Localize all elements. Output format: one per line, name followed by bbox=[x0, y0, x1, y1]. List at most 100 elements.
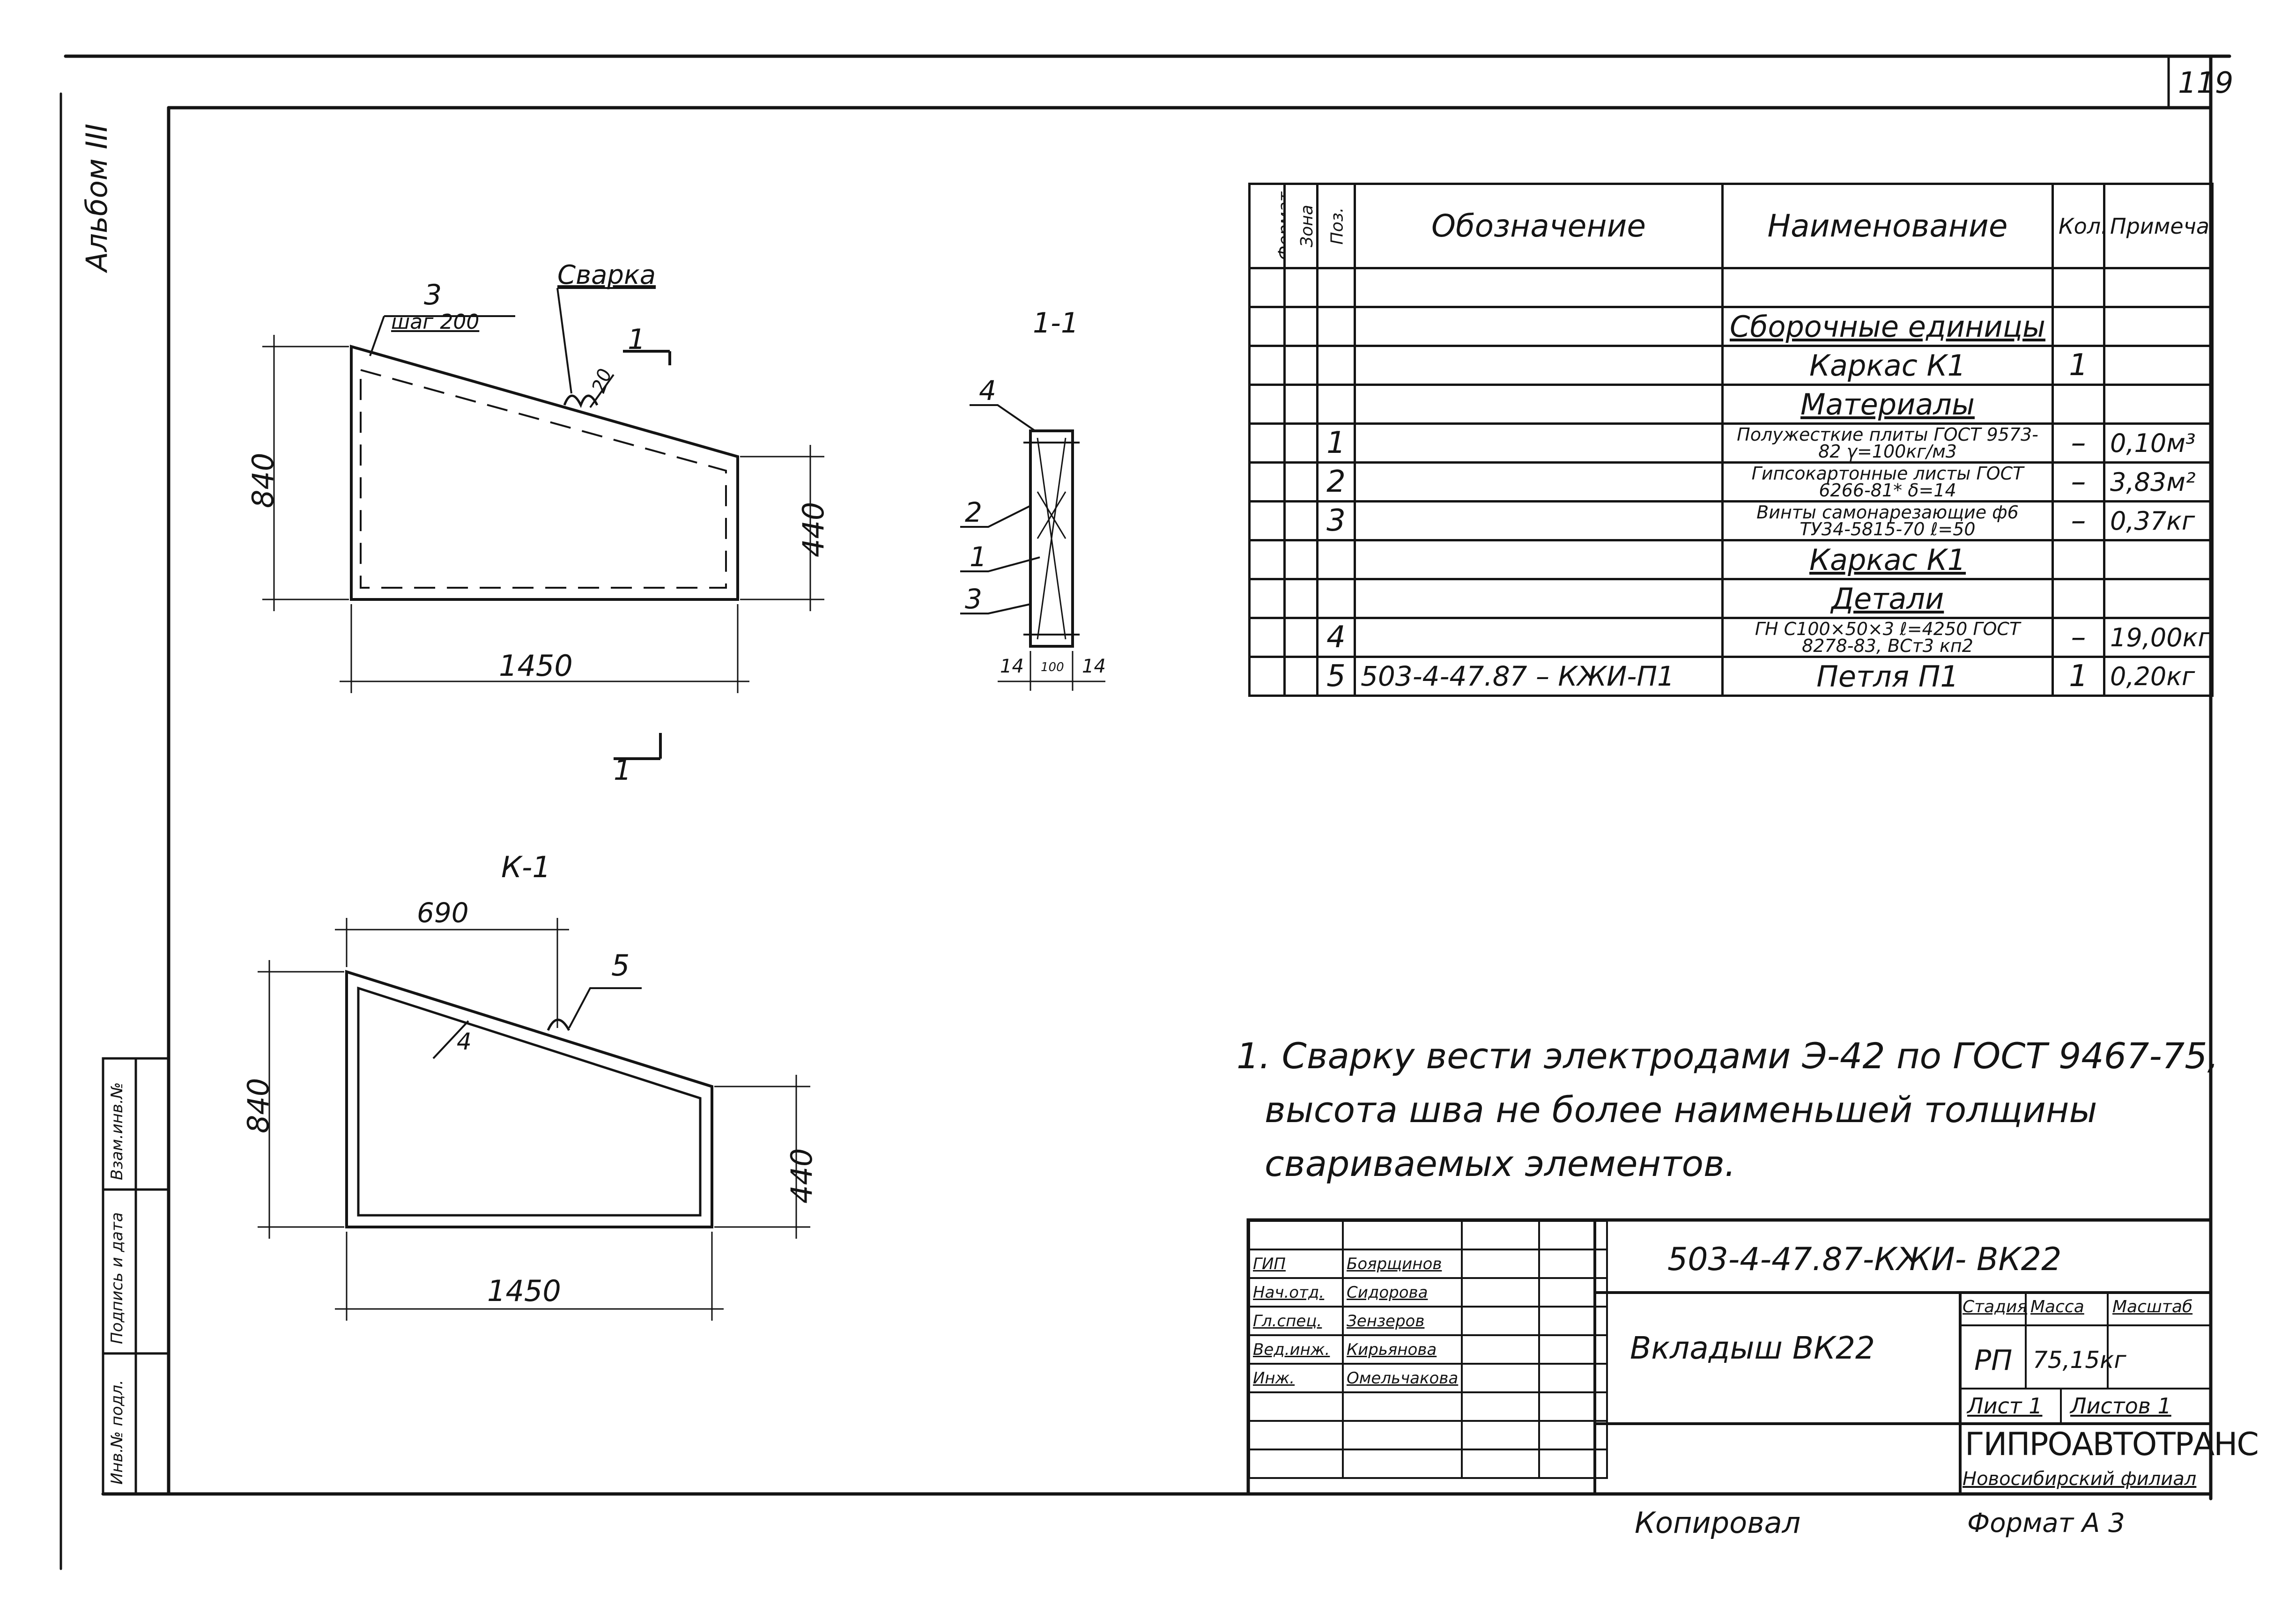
signature-role: Гл.спец. bbox=[1248, 1306, 1344, 1336]
section-title: 1-1 bbox=[1033, 307, 1079, 340]
section-mark-bottom: 1 bbox=[614, 754, 632, 787]
document-code: 503-4-47.87-КЖИ- ВК22 bbox=[1667, 1241, 2062, 1278]
signature-sign bbox=[1461, 1449, 1541, 1479]
signature-role: Нач.отд. bbox=[1248, 1277, 1344, 1308]
spec-cell-zone bbox=[1283, 617, 1318, 658]
spec-cell-zone bbox=[1283, 267, 1318, 308]
spec-cell-quantity: – bbox=[2052, 500, 2105, 541]
signature-date bbox=[1538, 1334, 1608, 1365]
header-note: Примечание bbox=[2103, 183, 2214, 269]
spec-cell-zone bbox=[1283, 422, 1318, 464]
signature-name bbox=[1341, 1220, 1463, 1250]
signature-sign bbox=[1461, 1306, 1541, 1336]
signature-name: Омельчакова bbox=[1341, 1363, 1463, 1393]
spec-cell-note bbox=[2103, 345, 2214, 386]
spec-cell-name: Материалы bbox=[1721, 384, 2054, 425]
stage-value: РП bbox=[1974, 1344, 2013, 1377]
spec-cell-quantity bbox=[2052, 539, 2105, 580]
section-dim-left: 14 bbox=[1000, 656, 1024, 677]
signature-role bbox=[1248, 1420, 1344, 1450]
spec-cell-position: 4 bbox=[1316, 617, 1356, 658]
spec-row: Материалы bbox=[1248, 384, 2214, 425]
section-mark-top: 1 bbox=[628, 323, 646, 356]
signature-date bbox=[1538, 1420, 1608, 1450]
section-dim-middle: 100 bbox=[1041, 660, 1064, 674]
spec-cell-designation bbox=[1354, 384, 1724, 425]
spec-cell-designation bbox=[1354, 345, 1724, 386]
k1-dim-height-left: 840 bbox=[241, 1078, 275, 1133]
mass-label: Масса bbox=[2030, 1297, 2084, 1316]
signature-sign bbox=[1461, 1363, 1541, 1393]
note-line-2: высота шва не более наименьшей толщины bbox=[1265, 1089, 2097, 1131]
spec-cell-format bbox=[1248, 345, 1286, 386]
note-line-3: свариваемых элементов. bbox=[1265, 1143, 1736, 1184]
spec-cell-format bbox=[1248, 461, 1286, 503]
sheets-label: Листов 1 bbox=[2070, 1393, 2171, 1419]
spec-cell-quantity bbox=[2052, 384, 2105, 425]
signature-row: Гл.спец.Зензеров bbox=[1248, 1306, 1608, 1336]
spec-cell-designation bbox=[1354, 500, 1724, 541]
signature-name: Сидорова bbox=[1341, 1277, 1463, 1308]
spec-cell-zone bbox=[1283, 461, 1318, 503]
dim-height-right: 440 bbox=[796, 502, 830, 557]
spec-cell-designation bbox=[1354, 617, 1724, 658]
signature-role bbox=[1248, 1220, 1344, 1250]
signature-role: Вед.инж. bbox=[1248, 1334, 1344, 1365]
spec-cell-format bbox=[1248, 617, 1286, 658]
spec-cell-position bbox=[1316, 539, 1356, 580]
k1-dim-height-right: 440 bbox=[785, 1148, 819, 1204]
spec-row: Каркас К1 bbox=[1248, 539, 2214, 580]
signature-row bbox=[1248, 1420, 1608, 1450]
signature-sign bbox=[1461, 1277, 1541, 1308]
spec-cell-name: ГН С100×50×3 ℓ=4250 ГОСТ 8278-83, ВСт3 к… bbox=[1721, 617, 2054, 658]
spec-cell-format bbox=[1248, 578, 1286, 619]
spec-cell-quantity: 1 bbox=[2052, 656, 2105, 697]
section-callout-1: 1 bbox=[970, 541, 987, 573]
spec-cell-note: 19,00кг bbox=[2103, 617, 2214, 658]
spec-cell-position bbox=[1316, 306, 1356, 347]
header-position: Поз. bbox=[1316, 183, 1356, 269]
k1-callout-5: 5 bbox=[611, 948, 630, 983]
spec-cell-zone bbox=[1283, 384, 1318, 425]
signature-name: Кирьянова bbox=[1341, 1334, 1463, 1365]
spec-cell-note: 0,20кг bbox=[2103, 656, 2214, 697]
k1-view-drawing bbox=[258, 918, 810, 1321]
spec-cell-position bbox=[1316, 578, 1356, 619]
spec-cell-note bbox=[2103, 578, 2214, 619]
spec-cell-zone bbox=[1283, 500, 1318, 541]
spec-cell-position bbox=[1316, 267, 1356, 308]
signature-role bbox=[1248, 1449, 1344, 1479]
spec-cell-note: 0,37кг bbox=[2103, 500, 2214, 541]
spec-row: Сборочные единицы bbox=[1248, 306, 2214, 347]
spec-cell-position: 1 bbox=[1316, 422, 1356, 464]
spec-cell-name bbox=[1721, 267, 2054, 308]
spec-row: Детали bbox=[1248, 578, 2214, 619]
signature-row: Нач.отд.Сидорова bbox=[1248, 1277, 1608, 1308]
spec-cell-zone bbox=[1283, 656, 1318, 697]
side-stamp-replacement: Взам.инв.№ bbox=[108, 1082, 126, 1180]
spec-cell-quantity bbox=[2052, 267, 2105, 308]
organization-branch: Новосибирский филиал bbox=[1963, 1468, 2197, 1490]
spec-cell-quantity: – bbox=[2052, 422, 2105, 464]
section-callout-4: 4 bbox=[979, 375, 996, 407]
spec-cell-quantity: – bbox=[2052, 461, 2105, 503]
spec-cell-format bbox=[1248, 656, 1286, 697]
copied-by: Копировал bbox=[1635, 1506, 1801, 1540]
spec-cell-name: Полужесткие плиты ГОСТ 9573-82 γ=100кг/м… bbox=[1721, 422, 2054, 464]
spec-cell-name: Гипсокартонные листы ГОСТ 6266-81* δ=14 bbox=[1721, 461, 2054, 503]
signature-name bbox=[1341, 1391, 1463, 1422]
header-zone: Зона bbox=[1283, 183, 1318, 269]
spec-cell-note bbox=[2103, 384, 2214, 425]
spec-cell-designation bbox=[1354, 539, 1724, 580]
spec-cell-format bbox=[1248, 539, 1286, 580]
spec-cell-designation bbox=[1354, 578, 1724, 619]
signature-row bbox=[1248, 1391, 1608, 1422]
k1-dim-top: 690 bbox=[417, 897, 469, 929]
spec-cell-name: Каркас К1 bbox=[1721, 539, 2054, 580]
signature-sign bbox=[1461, 1334, 1541, 1365]
